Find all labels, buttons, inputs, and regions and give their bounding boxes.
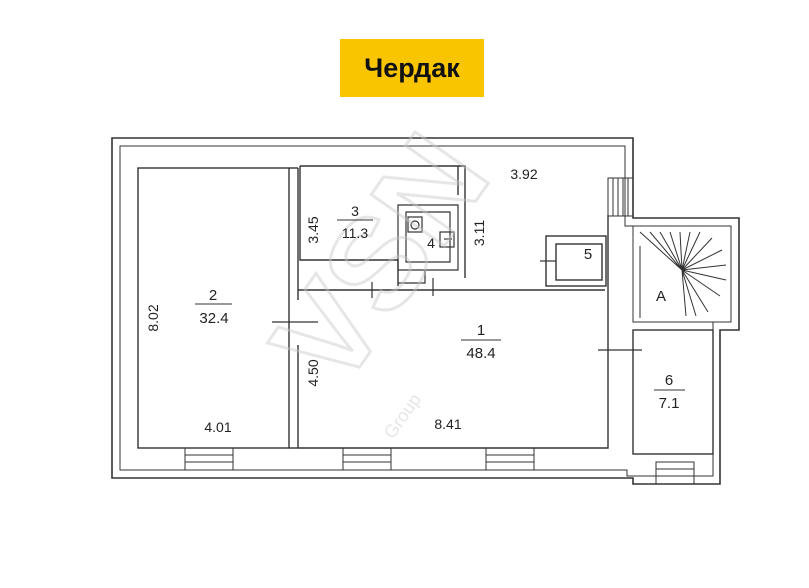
sink-icon — [439, 231, 455, 248]
title-badge: Чердак — [340, 39, 484, 97]
stair-label: A — [656, 288, 666, 305]
door-marks — [272, 260, 642, 351]
watermark-sub: Group — [380, 390, 425, 442]
room-3-area: 11.3 — [342, 225, 368, 241]
dim-room3-height: 3.45 — [305, 216, 321, 243]
dim-room4-height: 3.11 — [471, 220, 487, 246]
toilet-icon — [407, 216, 423, 233]
room-5-number: 5 — [584, 246, 592, 263]
room-1-outline — [298, 215, 609, 449]
dim-top-width: 3.92 — [510, 166, 537, 182]
page-title: Чердак — [364, 52, 460, 83]
room-4-number: 4 — [427, 235, 435, 251]
room-3-number: 3 — [351, 203, 359, 219]
room-4-outline — [397, 204, 459, 284]
vent-shaft — [607, 177, 634, 217]
dim-room1-height: 4.50 — [305, 359, 321, 386]
watermark: VSN Group — [242, 107, 518, 442]
room-3-outline — [299, 165, 466, 286]
room-6-area: 7.1 — [659, 395, 680, 412]
dim-room1-width: 8.41 — [434, 416, 461, 432]
window-room1-left — [342, 447, 392, 471]
window-room6 — [655, 461, 695, 485]
dim-room2-height: 8.02 — [145, 304, 161, 331]
room-1-number: 1 — [477, 322, 485, 339]
staircase — [632, 225, 732, 323]
window-room1-right — [485, 447, 535, 471]
room-2-area: 32.4 — [199, 310, 228, 327]
watermark-brand: VSN — [243, 108, 516, 411]
room-2-number: 2 — [209, 287, 217, 304]
room-6-outline — [632, 329, 714, 455]
dim-room2-width: 4.01 — [204, 419, 231, 435]
room-6-number: 6 — [665, 372, 673, 389]
window-room2 — [184, 447, 234, 471]
room-1-area: 48.4 — [466, 345, 495, 362]
